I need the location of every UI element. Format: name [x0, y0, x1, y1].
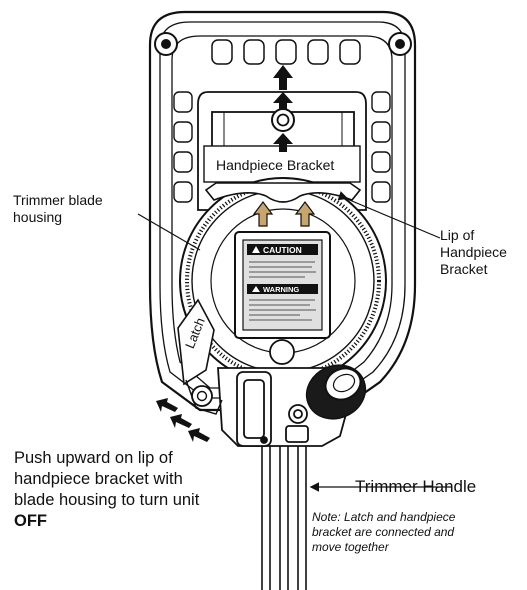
top-grip-bumps: [211, 39, 361, 65]
center-post: [269, 339, 295, 365]
caution-triangle-icon: [252, 246, 260, 253]
corner-bolt-right: [388, 32, 412, 56]
trimmer-handle-label: Trimmer Handle: [355, 477, 477, 496]
bracket-screw: [271, 108, 295, 132]
handle-shaft: [261, 446, 307, 590]
trimmer-blade-housing-label: Trimmer blade housing: [13, 192, 103, 226]
instruction-line-1: Push upward on lip of: [14, 449, 173, 467]
latch-edge: [185, 379, 223, 415]
handpiece-bracket-label: Handpiece Bracket: [216, 157, 335, 173]
caution-heading: CAUTION: [263, 245, 302, 255]
note-line-1: Note: Latch and handpiece: [312, 510, 456, 524]
note-line-2: bracket are connected and: [312, 525, 455, 539]
instruction-line-3: blade housing to turn unit: [14, 490, 200, 509]
trimmer-blade-housing-line-1: Trimmer blade: [13, 192, 103, 208]
left-grip-bumps: [173, 91, 193, 203]
trimmer-blade-housing-line-2: housing: [13, 208, 63, 225]
instruction-text: Push upward on lip of handpiece bracket …: [14, 448, 199, 532]
lip-of-bracket-label: Lip of Handpiece Bracket: [440, 227, 507, 277]
right-grip-bumps: [371, 91, 391, 203]
note-line-3: move together: [312, 540, 389, 554]
instruction-emphasis: OFF: [14, 511, 47, 530]
corner-bolt-left: [154, 32, 178, 56]
note-text: Note: Latch and handpiece bracket are co…: [312, 510, 455, 555]
up-arrow-icon: [273, 65, 293, 152]
push-arrow-icon: [156, 398, 210, 442]
lip-label-line-2: Handpiece: [440, 243, 507, 260]
up-arrow-icon-tan: [252, 201, 316, 227]
lip-label-line-1: Lip of: [440, 227, 475, 243]
instruction-line-2: handpiece bracket with: [14, 469, 183, 488]
adjustment-knob: [305, 364, 367, 420]
lip-label-line-3: Bracket: [440, 260, 488, 277]
leader-lines: [137, 191, 452, 492]
latch-screw: [191, 385, 213, 407]
warning-heading: WARNING: [263, 285, 299, 294]
latch-tab: [177, 298, 215, 386]
caution-panel: CAUTION WARNING: [234, 231, 331, 339]
